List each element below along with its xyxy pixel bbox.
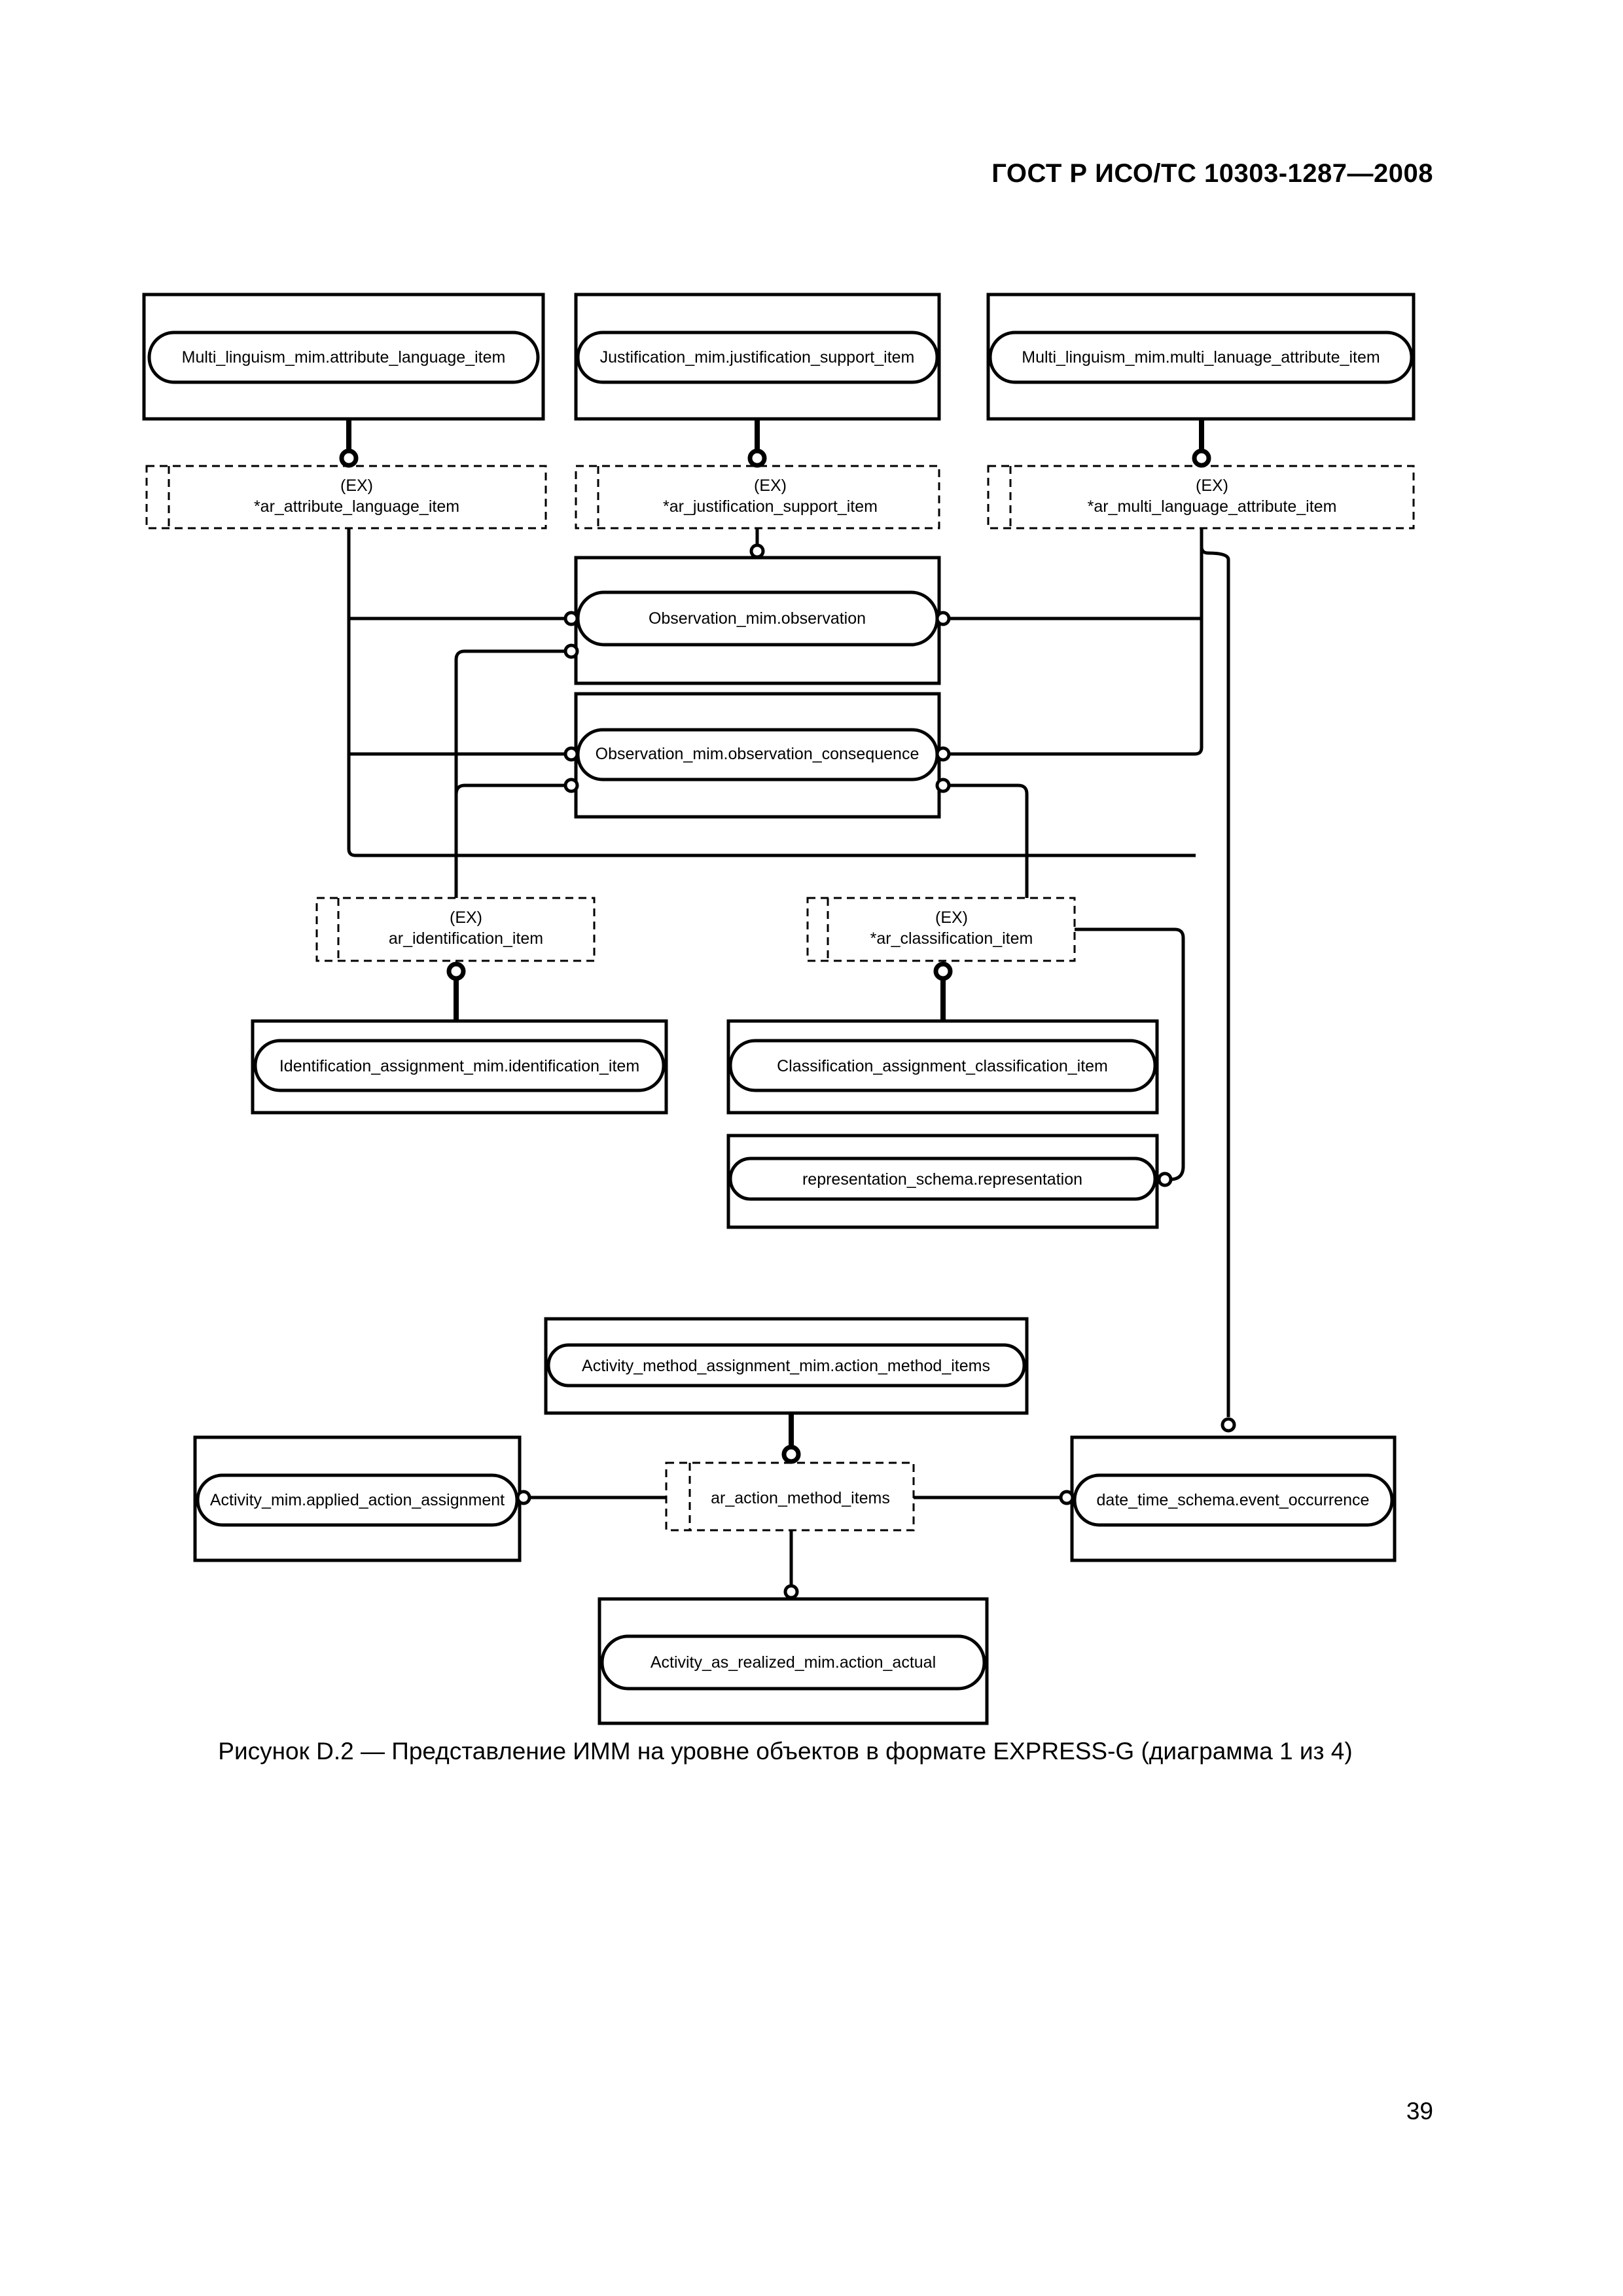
document-header: ГОСТ Р ИСО/ТС 10303-1287—2008 [991,159,1433,188]
entity-identification-item: Identification_assignment_mim.identifica… [251,1019,668,1115]
entity-label: Identification_assignment_mim.identifica… [279,1057,639,1075]
select-label: *ar_multi_language_attribute_item [1088,497,1337,516]
page-number: 39 [1406,2098,1433,2125]
select-label: *ar_classification_item [870,929,1033,948]
entity-attribute-language-item: Multi_linguism_mim.attribute_language_it… [142,293,545,421]
entity-label: Classification_assignment_classification… [777,1057,1108,1075]
select-label: *ar_justification_support_item [663,497,878,516]
entity-label: Activity_method_assignment_mim.action_me… [582,1357,990,1375]
entity-observation: Observation_mim.observation [574,556,941,685]
select-label: ar_identification_item [389,929,543,948]
entity-label: Activity_mim.applied_action_assignment [210,1491,505,1509]
select-ar-attribute-language-item: (EX) *ar_attribute_language_item [254,476,459,516]
select-tag: (EX) [754,476,787,495]
entity-label: Observation_mim.observation_consequence [596,745,919,763]
entity-justification-support-item: Justification_mim.justification_support_… [574,293,941,421]
entity-label: Multi_linguism_mim.attribute_language_it… [182,348,506,367]
select-tag: (EX) [340,476,373,495]
select-ar-multi-language-attribute-item: (EX) *ar_multi_language_attribute_item [1088,476,1337,516]
select-ar-action-method-items: ar_action_method_items [711,1489,890,1507]
select-tag: (EX) [450,908,482,927]
entity-label: Multi_linguism_mim.multi_lanuage_attribu… [1022,348,1380,367]
select-tag: (EX) [1196,476,1228,495]
entity-label: Justification_mim.justification_support_… [600,348,915,367]
entity-label: Activity_as_realized_mim.action_actual [651,1653,936,1672]
entity-multi-language-attribute-item: Multi_linguism_mim.multi_lanuage_attribu… [986,293,1416,421]
entity-applied-action-assignment: Activity_mim.applied_action_assignment [193,1435,522,1562]
entity-label: Observation_mim.observation [649,609,866,628]
select-ar-justification-support-item: (EX) *ar_justification_support_item [663,476,878,516]
entity-classification-item: Classification_assignment_classification… [726,1019,1159,1115]
entity-event-occurrence: date_time_schema.event_occurrence [1070,1435,1397,1562]
select-label: *ar_attribute_language_item [254,497,459,516]
entity-representation: representation_schema.representation [726,1134,1159,1229]
figure-caption: Рисунок D.2 — Представление ИММ на уровн… [218,1738,1353,1765]
select-ar-identification-item: (EX) ar_identification_item [389,908,543,948]
select-ar-classification-item: (EX) *ar_classification_item [870,908,1033,948]
entity-label: representation_schema.representation [802,1170,1082,1189]
entity-label: date_time_schema.event_occurrence [1097,1491,1370,1509]
entity-observation-consequence: Observation_mim.observation_consequence [574,692,941,819]
entity-action-method-items: Activity_method_assignment_mim.action_me… [544,1317,1029,1415]
select-tag: (EX) [935,908,968,927]
entity-action-actual: Activity_as_realized_mim.action_actual [597,1597,989,1725]
